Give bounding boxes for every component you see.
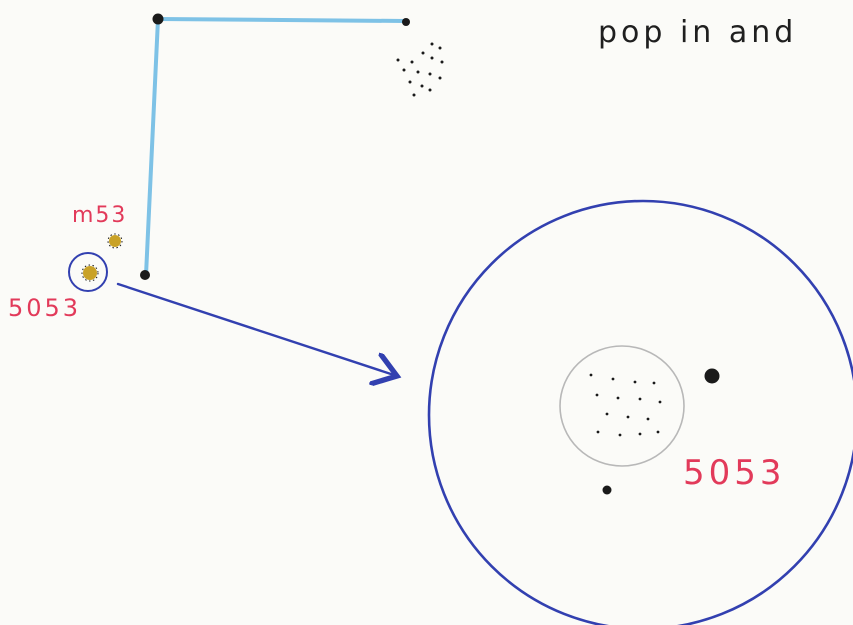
star-field-dots — [397, 43, 444, 97]
m53-label: m53 — [72, 203, 127, 228]
cluster-stars — [590, 374, 662, 437]
faint-field-star — [603, 486, 612, 495]
ngc5053-small-marker — [69, 253, 107, 291]
zoom-arrow — [118, 284, 397, 376]
m53-cluster — [108, 234, 122, 248]
ngc5053-label-small: 5053 — [8, 294, 81, 322]
star-hop-path — [140, 14, 410, 281]
cluster-outline — [560, 346, 684, 466]
eyepiece-field-circle — [429, 201, 853, 625]
guide-star-top-right — [402, 18, 410, 26]
handwritten-note: pop in and — [598, 15, 797, 50]
bright-field-star — [705, 369, 720, 384]
ngc5053-label-large: 5053 — [683, 453, 786, 493]
guide-star-top-left — [153, 14, 164, 25]
hop-line-vertical — [146, 19, 158, 275]
hop-line-horizontal — [158, 19, 405, 21]
eyepiece-field-view: 5053 — [429, 201, 853, 625]
guide-star-bottom — [140, 270, 150, 280]
